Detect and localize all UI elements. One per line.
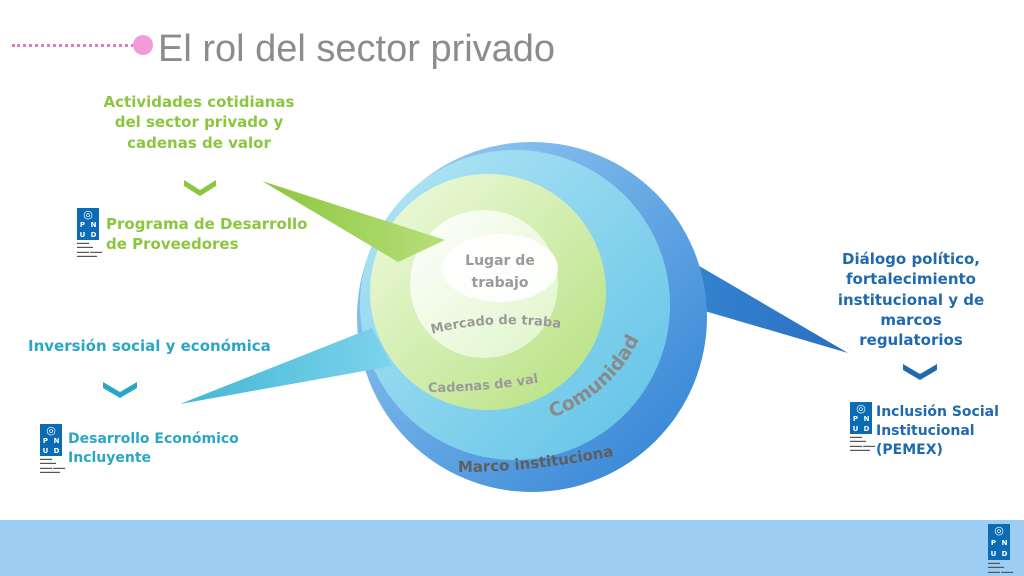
ray-green [262,181,445,262]
logo-caption: ▬▬▬ ▬▬▬▬▬▬▬ ▬▬▬ [988,560,1014,574]
un-emblem-icon: ◎ [856,402,866,415]
logo-caption: ▬▬▬ ▬▬▬▬▬▬▬ ▬▬▬▬▬▬▬▬ [77,240,103,259]
pnud-logo: ◎ P N U D [988,524,1010,560]
chevron-down-icon [903,364,937,380]
left-bottom-program: Desarrollo Económico Incluyente [68,431,239,466]
pnud-logo: ◎ P N U D [850,402,872,434]
un-emblem-icon: ◎ [83,208,93,221]
un-emblem-icon: ◎ [994,525,1004,538]
pnud-logo: ◎ P N U D [40,424,62,456]
un-emblem-icon: ◎ [46,424,56,437]
pnud-logo: ◎ P N U D [77,208,99,240]
inner-workplace [442,234,558,302]
ray-teal [180,328,392,404]
title-dotted-line [12,44,140,47]
page-title: El rol del sector privado [158,28,556,70]
chevron-down-icon [103,382,137,398]
right-program: Inclusión Social Institucional (PEMEX) [876,404,999,458]
chevron-down-icon [184,180,216,196]
logo-caption: ▬▬▬ ▬▬▬▬▬▬▬ ▬▬▬▬▬▬▬▬ [850,434,876,453]
left-top-heading: Actividades cotidianas del sector privad… [103,93,295,152]
inner-label-line2: trabajo [472,275,529,291]
footer-bar: ◎ P N U D ▬▬▬ ▬▬▬▬▬▬▬ ▬▬▬ [0,520,1024,576]
concentric-diagram: Lugar de trabajo Mercado de trabajo Cade… [0,0,937,492]
left-bottom-heading: Inversión social y económica [28,337,271,355]
inner-label-line1: Lugar de [465,253,535,269]
title-bullet-dot [133,35,153,55]
left-top-program: Programa de Desarrollo de Proveedores [106,215,308,254]
logo-caption: ▬▬▬ ▬▬▬▬▬▬▬ ▬▬▬▬▬▬▬▬ [40,456,66,475]
right-heading: Diálogo político, fortalecimiento instit… [837,250,985,349]
